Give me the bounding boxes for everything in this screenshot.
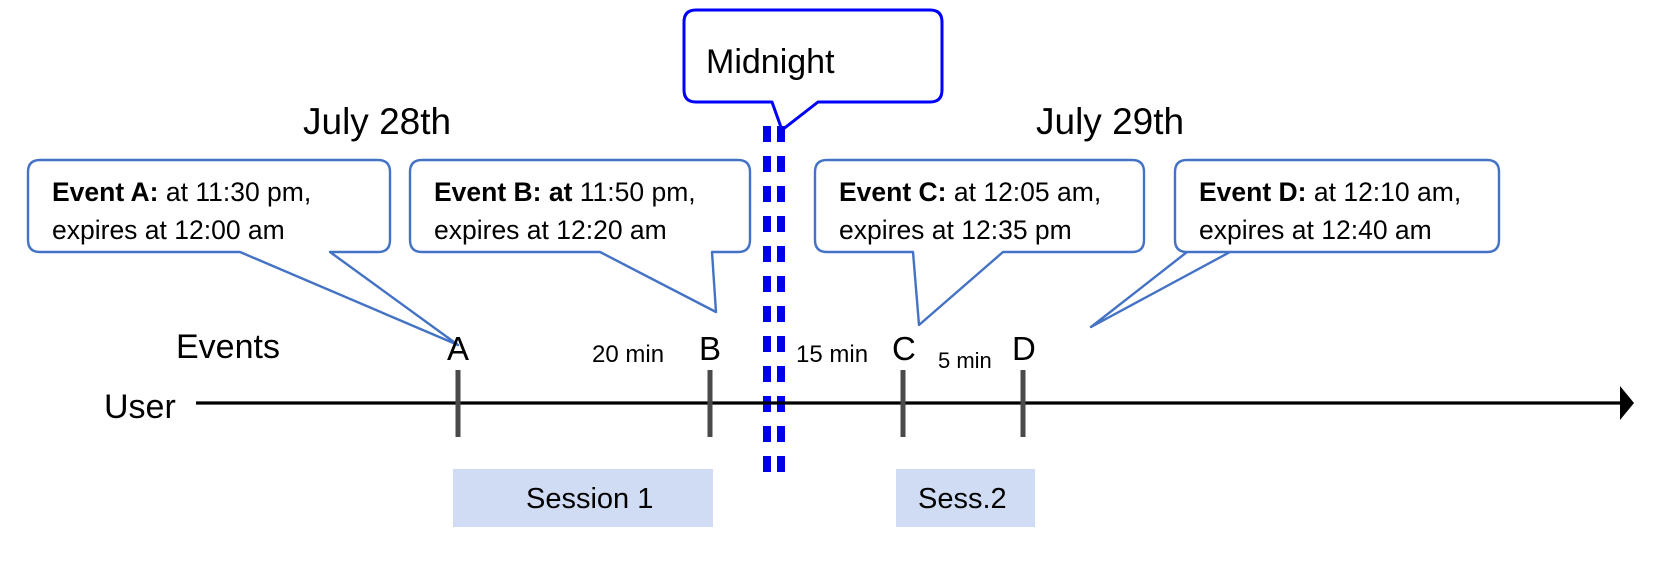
callout-event-d-rest: at 12:10 am, [1307, 177, 1462, 207]
callout-event-a-line1: Event A: at 11:30 pm, [52, 177, 311, 207]
callout-event-b-bold: Event B: at [434, 177, 573, 207]
session-2-rect [896, 469, 1035, 527]
callout-event-b-rest: 11:50 pm, [572, 177, 695, 207]
session-2-label: Sess.2 [918, 483, 1007, 515]
session-1-rect [453, 469, 713, 527]
date-heading-july-28: July 28th [303, 101, 451, 142]
midnight-callout-shape [682, 8, 944, 132]
date-heading-july-29: July 29th [1036, 101, 1184, 142]
callout-event-d: Event D: at 12:10 am, expires at 12:40 a… [1089, 158, 1501, 329]
duration-label-cd: 5 min [938, 348, 992, 373]
row-label-user: User [104, 388, 176, 426]
duration-label-ab: 20 min [592, 341, 664, 368]
callout-event-b-shape [408, 158, 752, 314]
event-mark-label-d: D [1012, 330, 1036, 367]
duration-label-bc: 15 min [796, 341, 868, 368]
callout-event-c-line2: expires at 12:35 pm [839, 215, 1072, 245]
callout-event-d-line1: Event D: at 12:10 am, [1199, 177, 1461, 207]
session-2: Sess.2 [896, 469, 1035, 527]
callout-event-a-line2: expires at 12:00 am [52, 215, 285, 245]
callout-event-b-line2: expires at 12:20 am [434, 215, 667, 245]
callout-event-c-shape [813, 158, 1146, 327]
callout-event-a-bold: Event A: [52, 177, 159, 207]
callout-event-a: Event A: at 11:30 pm, expires at 12:00 a… [26, 158, 460, 347]
midnight-label: Midnight [706, 43, 835, 81]
callout-event-b-line1: Event B: at 11:50 pm, [434, 177, 696, 207]
callout-event-d-bold: Event D: [1199, 177, 1307, 207]
callout-event-a-rest: at 11:30 pm, [159, 177, 312, 207]
event-mark-label-a: A [447, 330, 469, 367]
timeline-axis [196, 386, 1634, 420]
session-1: Session 1 [453, 469, 713, 527]
row-label-events: Events [176, 328, 280, 366]
midnight-callout: Midnight [682, 8, 944, 132]
session-1-label: Session 1 [526, 483, 653, 515]
callout-event-d-line2: expires at 12:40 am [1199, 215, 1432, 245]
event-mark-label-c: C [892, 330, 916, 367]
callout-event-c-line1: Event C: at 12:05 am, [839, 177, 1101, 207]
timeline-arrow-icon [1620, 386, 1634, 420]
callout-event-c: Event C: at 12:05 am, expires at 12:35 p… [813, 158, 1146, 327]
callout-event-c-rest: at 12:05 am, [947, 177, 1102, 207]
midnight-divider [763, 126, 785, 478]
callout-event-a-shape [26, 158, 460, 347]
callout-event-d-shape [1089, 158, 1501, 329]
callout-event-c-bold: Event C: [839, 177, 947, 207]
event-mark-label-b: B [699, 330, 721, 367]
callout-event-b: Event B: at 11:50 pm, expires at 12:20 a… [408, 158, 752, 314]
